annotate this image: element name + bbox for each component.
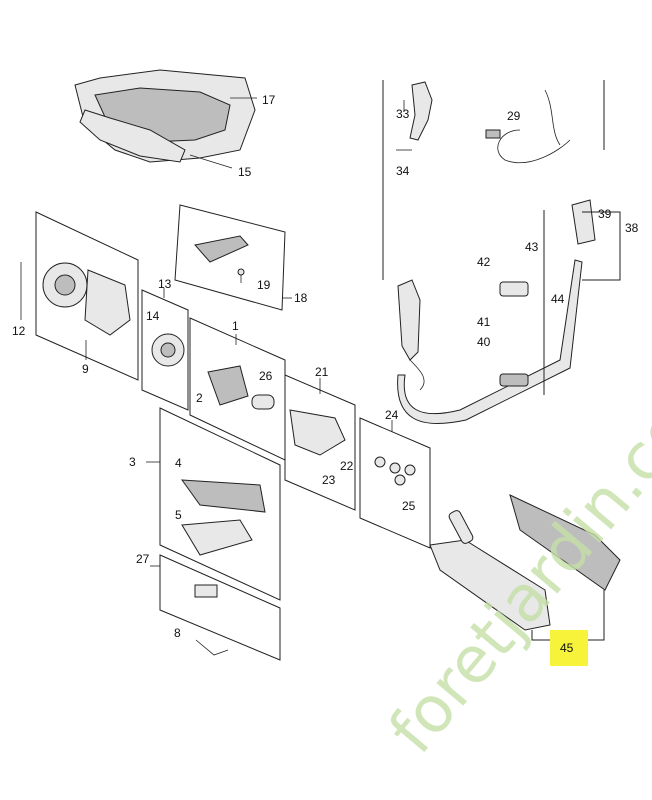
callout-29: 29	[507, 109, 521, 123]
callout-43: 43	[525, 240, 539, 254]
handle-switch-frame	[382, 80, 605, 280]
callout-2: 2	[196, 391, 203, 405]
cover-frame	[174, 204, 292, 311]
callout-44: 44	[551, 292, 565, 306]
callout-14: 14	[146, 309, 160, 323]
callout-41: 41	[477, 315, 491, 329]
callout-33: 33	[396, 107, 410, 121]
callout-17: 17	[262, 93, 276, 107]
callout-15: 15	[238, 165, 252, 179]
callout-25: 25	[402, 499, 416, 513]
callout-24: 24	[385, 408, 399, 422]
callout-40: 40	[477, 335, 491, 349]
callout-4: 4	[175, 456, 182, 470]
motor-frame	[189, 317, 286, 461]
part-45-highlight	[550, 630, 588, 666]
callout-39: 39	[598, 207, 612, 221]
housing-assembly	[74, 69, 257, 169]
callout-5: 5	[175, 508, 182, 522]
callout-13: 13	[158, 277, 172, 291]
callout-27: 27	[136, 552, 150, 566]
fan-frame	[141, 288, 189, 411]
handle-assembly	[397, 199, 621, 424]
fasteners-frame	[359, 417, 431, 549]
callout-9: 9	[82, 362, 89, 376]
callout-8: 8	[174, 626, 181, 640]
callout-labels: 17 15 33 29 34 39 38 43 42 44 41 40 19 1…	[12, 93, 639, 655]
callout-26: 26	[259, 369, 273, 383]
callout-34: 34	[396, 164, 410, 178]
callout-38: 38	[625, 221, 639, 235]
boom-assembly	[429, 494, 621, 641]
callout-23: 23	[322, 473, 336, 487]
bracket-frame	[284, 374, 356, 511]
callout-42: 42	[477, 255, 491, 269]
cable-frame	[150, 554, 281, 661]
callout-22: 22	[340, 459, 354, 473]
electronics-frame	[146, 407, 281, 601]
callout-12: 12	[12, 324, 26, 338]
callout-3: 3	[129, 455, 136, 469]
callout-1: 1	[232, 319, 239, 333]
callout-21: 21	[315, 365, 329, 379]
callout-45: 45	[560, 641, 574, 655]
callout-19: 19	[257, 278, 271, 292]
motor-housing-frame	[20, 211, 139, 381]
callout-18: 18	[294, 291, 308, 305]
